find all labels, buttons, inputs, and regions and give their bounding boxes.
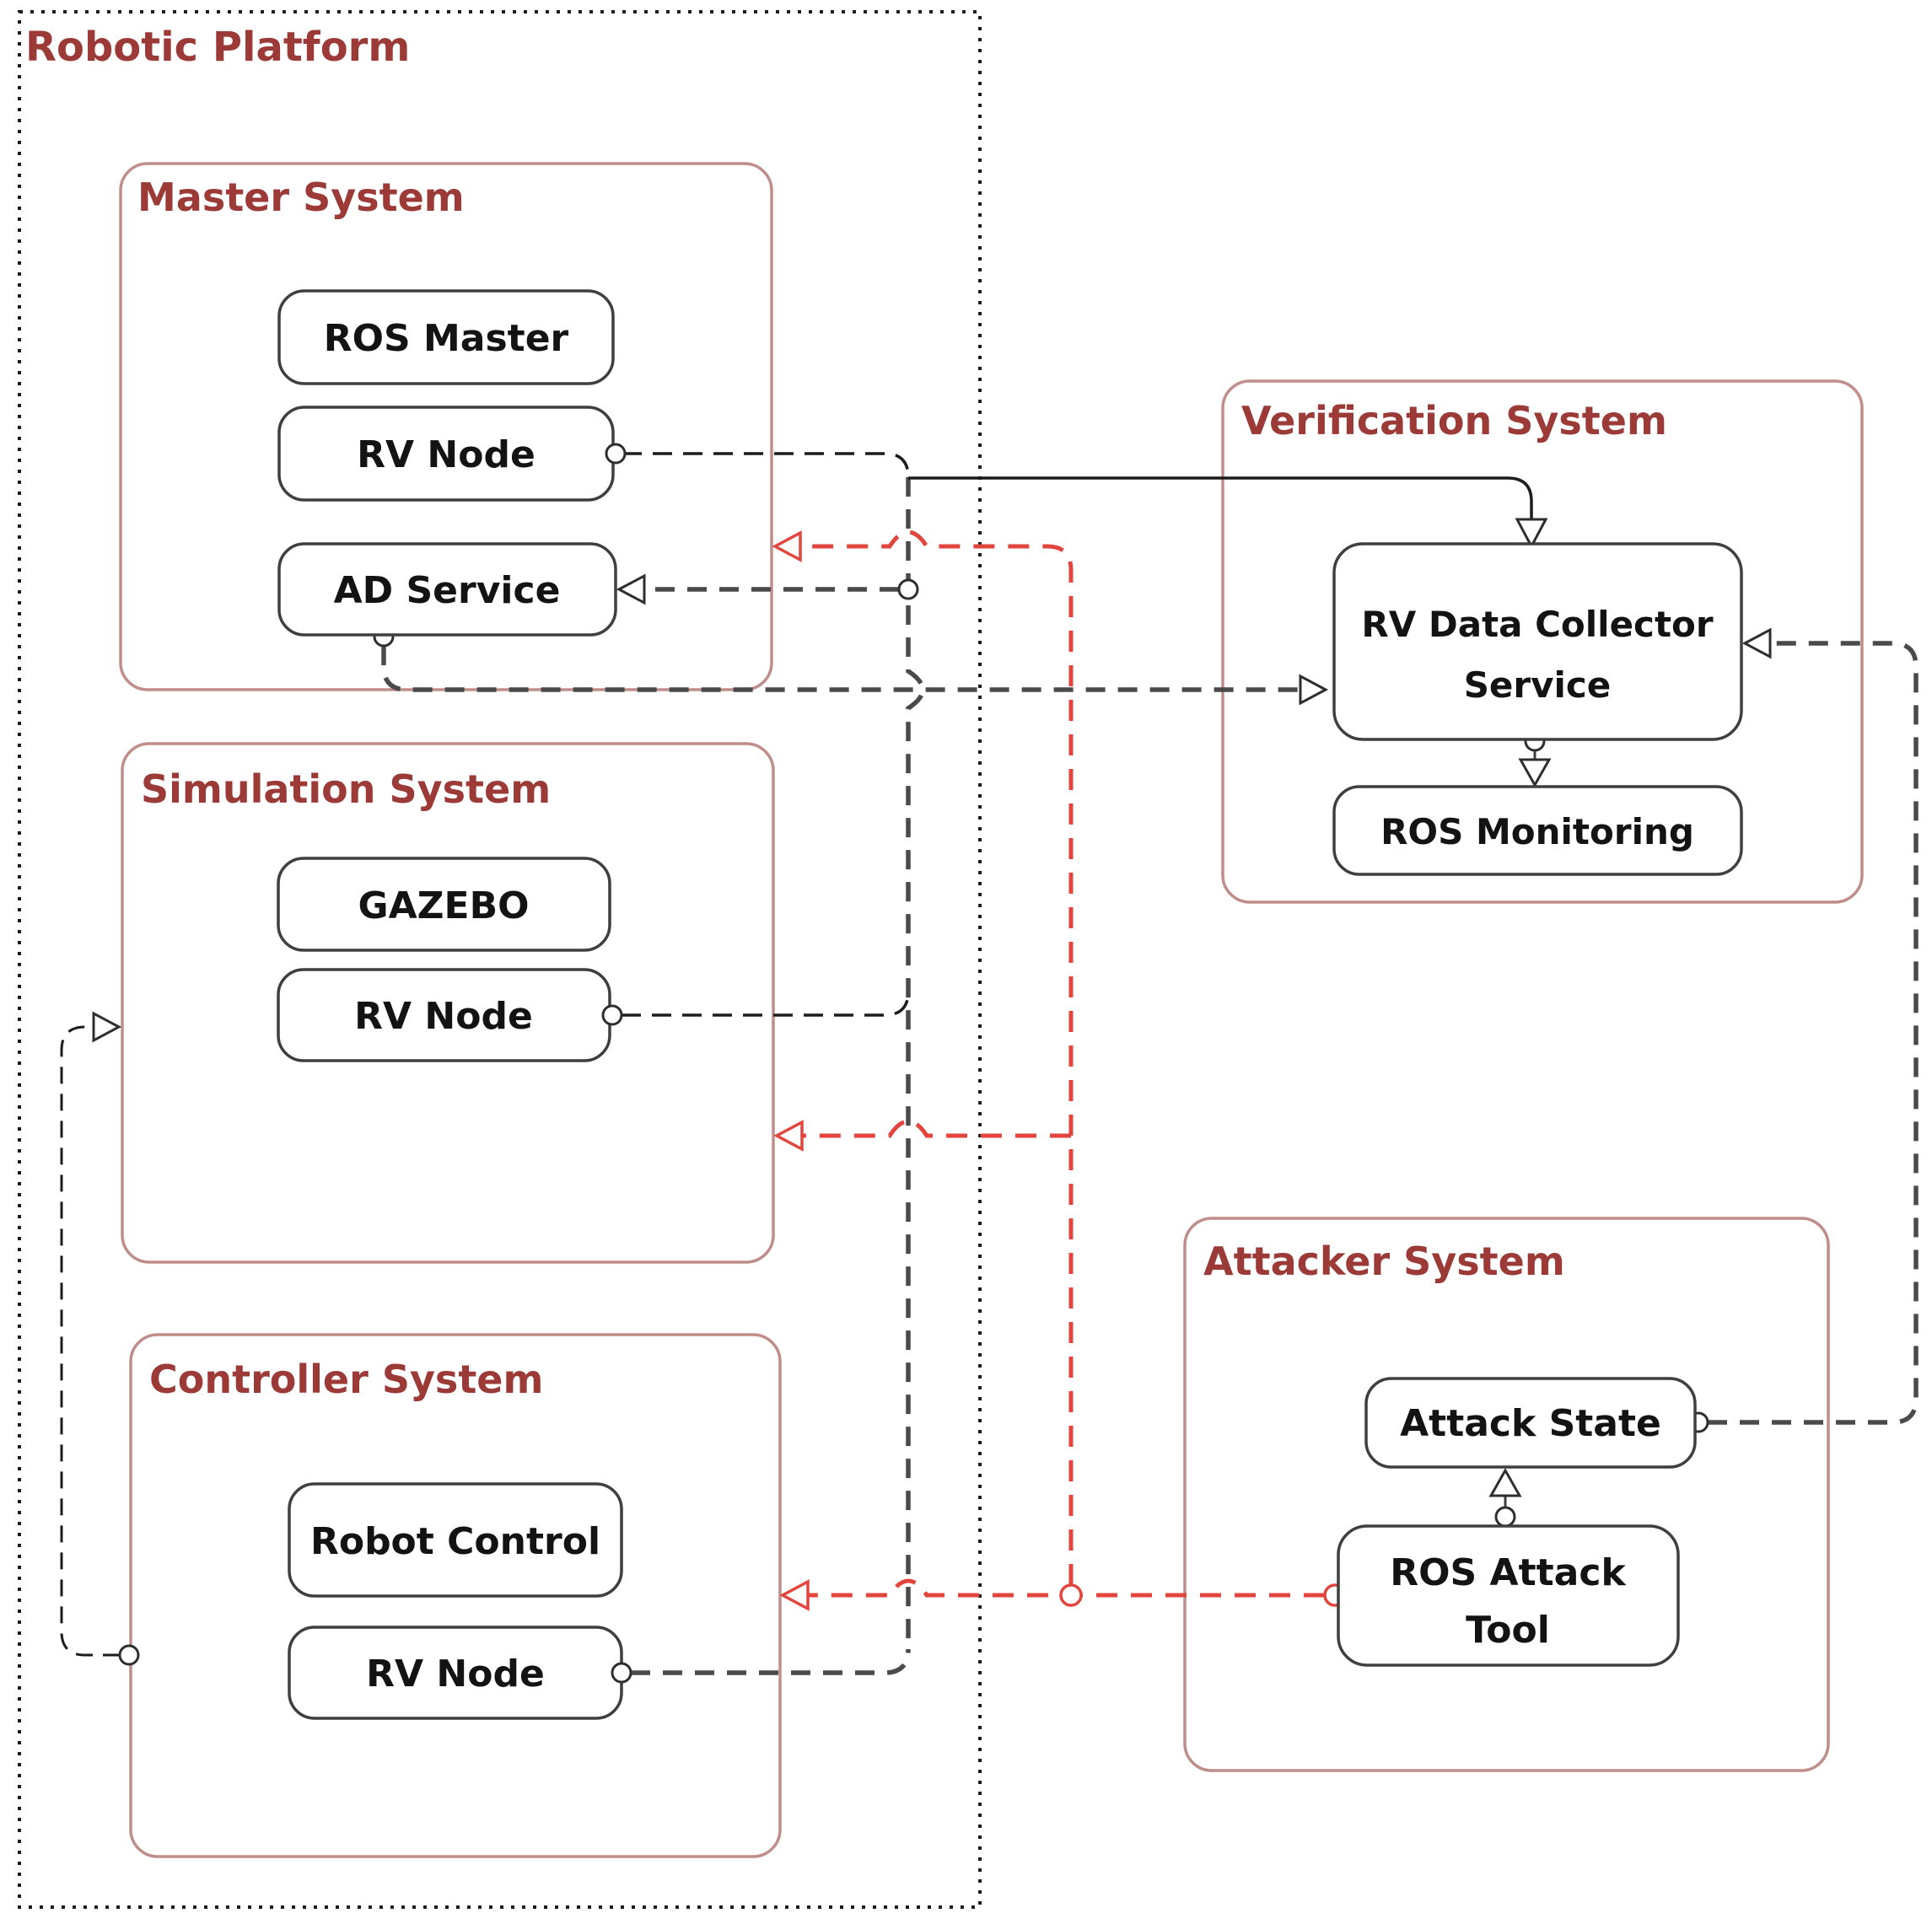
controller-system-title: Controller System bbox=[149, 1357, 543, 1402]
node-rv-data-collector: RV Data Collector Service bbox=[1332, 542, 1743, 741]
port-circle-attacktool-top bbox=[1494, 1506, 1516, 1528]
edge-rvnode-simulation-to-bus bbox=[622, 991, 910, 1017]
junction-circle-bus-adservice bbox=[897, 578, 919, 600]
ros-attack-tool-label-line1: ROS Attack bbox=[1390, 1551, 1627, 1594]
node-attack-state: Attack State bbox=[1364, 1377, 1697, 1469]
edge-bus-to-rvdatacollector-solid bbox=[908, 476, 1533, 531]
master-system-title: Master System bbox=[137, 175, 465, 220]
edge-rvnode-controller-to-bus bbox=[631, 1648, 911, 1675]
edge-attacktool-to-simulation-red bbox=[791, 1119, 1071, 1138]
node-ad-service: AD Service bbox=[277, 542, 617, 637]
simulation-system-title: Simulation System bbox=[141, 766, 551, 812]
edge-attacktool-to-controller-red bbox=[798, 1578, 1325, 1598]
ros-master-label: ROS Master bbox=[324, 317, 569, 360]
node-rv-node-controller: RV Node bbox=[288, 1626, 632, 1720]
arrowhead-red-into-controller bbox=[779, 1579, 810, 1611]
ros-attack-tool-label-line2: Tool bbox=[1466, 1609, 1550, 1652]
attack-state-label: Attack State bbox=[1400, 1402, 1661, 1445]
arrowhead-red-into-simulation bbox=[773, 1120, 804, 1152]
gazebo-box bbox=[277, 857, 611, 952]
verification-system-box bbox=[1221, 379, 1864, 904]
attacker-system-title: Attacker System bbox=[1203, 1239, 1565, 1284]
verification-system-title: Verification System bbox=[1241, 398, 1667, 443]
node-gazebo: GAZEBO bbox=[277, 857, 611, 952]
port-circle-controller-left bbox=[118, 1644, 140, 1666]
attacker-system-box bbox=[1183, 1217, 1830, 1772]
rv-data-collector-box bbox=[1332, 542, 1743, 741]
robotic-platform-border bbox=[18, 10, 982, 1909]
arrowhead-into-rvdatacollector-left bbox=[1299, 674, 1329, 706]
rv-node-controller-label: RV Node bbox=[366, 1653, 545, 1696]
rv-node-simulation-label: RV Node bbox=[354, 995, 533, 1038]
ad-service-box bbox=[277, 542, 617, 637]
robot-control-label: Robot Control bbox=[310, 1520, 600, 1563]
rv-data-collector-label-line2: Service bbox=[1464, 664, 1612, 706]
arrowhead-into-rvdatacollector-right bbox=[1741, 627, 1772, 659]
edge-attackstate-to-rvdatacollector bbox=[1708, 641, 1919, 1425]
junction-circle-red bbox=[1059, 1583, 1083, 1607]
gazebo-label: GAZEBO bbox=[358, 884, 529, 927]
attack-state-box bbox=[1364, 1377, 1697, 1469]
controller-system-box bbox=[129, 1333, 782, 1858]
node-rv-node-master: RV Node bbox=[277, 406, 627, 502]
rv-data-collector-label-line1: RV Data Collector bbox=[1361, 604, 1713, 645]
arrowhead-into-rosmonitoring bbox=[1518, 758, 1552, 788]
node-ros-attack-tool: ROS Attack Tool bbox=[1337, 1524, 1680, 1667]
ros-attack-tool-box bbox=[1337, 1524, 1680, 1667]
arrowhead-into-rvdatacollector-top bbox=[1515, 518, 1548, 550]
arrowhead-into-attackstate bbox=[1488, 1467, 1522, 1497]
simulation-system-box bbox=[121, 742, 775, 1264]
node-ros-master: ROS Master bbox=[277, 289, 615, 385]
port-circle-rv-node-master bbox=[605, 443, 627, 465]
ros-master-box bbox=[277, 289, 615, 385]
rv-node-master-label: RV Node bbox=[357, 433, 535, 476]
ad-service-label: AD Service bbox=[334, 569, 561, 612]
node-robot-control: Robot Control bbox=[288, 1482, 623, 1598]
arrowhead-into-simulation-left bbox=[92, 1011, 122, 1043]
node-rv-node-simulation: RV Node bbox=[277, 968, 623, 1062]
arrowhead-into-adservice bbox=[616, 573, 646, 605]
edge-shared-bus-vertical bbox=[906, 477, 925, 1648]
ros-monitoring-box bbox=[1332, 785, 1743, 876]
edge-adservice-to-rvdatacollector bbox=[381, 646, 1314, 692]
node-ros-monitoring: ROS Monitoring bbox=[1332, 785, 1743, 876]
port-circle-rv-node-controller bbox=[611, 1662, 632, 1684]
robotic-platform-title: Robotic Platform bbox=[25, 24, 410, 71]
port-circle-rv-node-simulation bbox=[601, 1004, 623, 1026]
ros-monitoring-label: ROS Monitoring bbox=[1380, 811, 1694, 852]
arrowhead-red-into-master bbox=[772, 530, 802, 562]
edge-rvnode-master-to-bus bbox=[622, 452, 910, 478]
robot-control-box bbox=[288, 1482, 623, 1598]
edge-controller-to-simulation bbox=[60, 1025, 120, 1657]
